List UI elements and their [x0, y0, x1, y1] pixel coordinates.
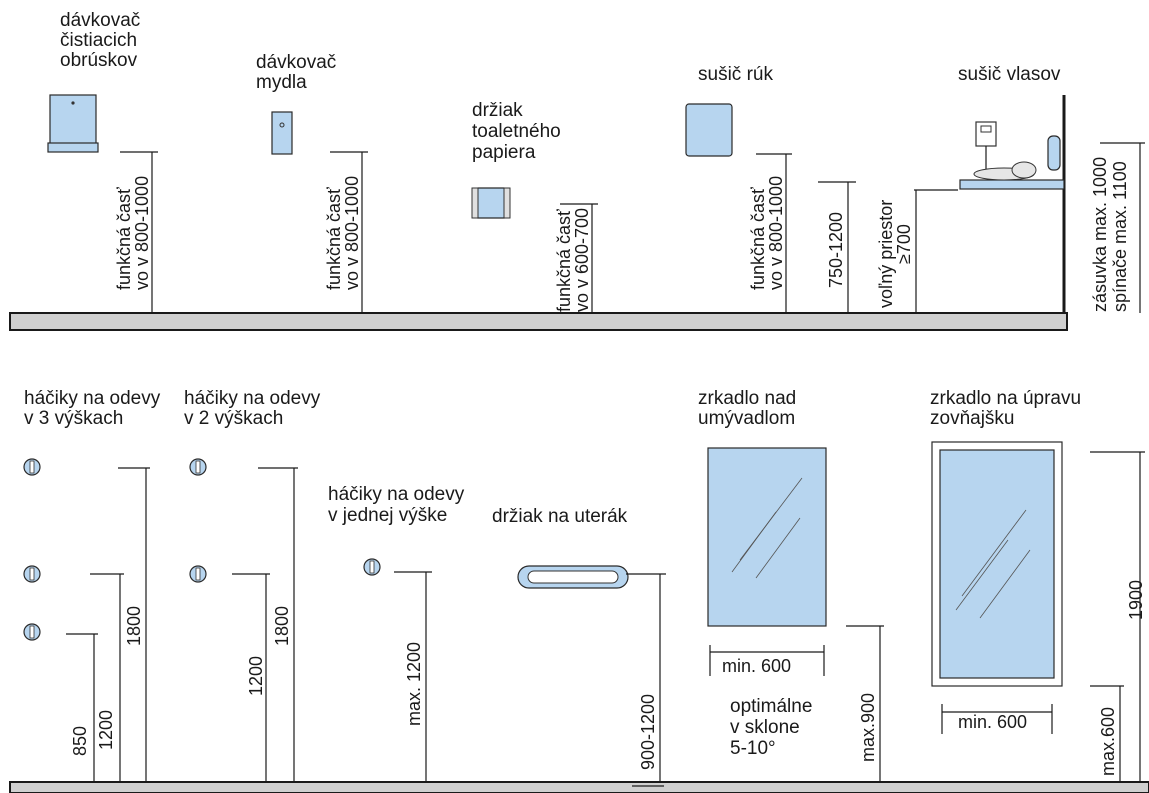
hooks-two-dim-1800: 1800 — [272, 606, 292, 646]
toilet-paper-dim-1: funkčná časť — [554, 209, 574, 312]
mirror-sink-label-2: umývadlom — [698, 408, 795, 429]
hair-dryer-dim-c-2: spínače max. 1100 — [1110, 161, 1130, 312]
mirror-sink-note-1: optimálne — [730, 696, 812, 717]
top-floor — [9, 312, 1068, 331]
soap-dispenser-icon — [271, 111, 293, 155]
mirror-grooming-height-bottom: max.600 — [1098, 707, 1118, 776]
hooks-three-dim-1800: 1800 — [124, 606, 144, 646]
hooks-three-label-2: v 3 výškach — [24, 408, 123, 429]
soap-dispenser-label-1: dávkovač — [256, 52, 336, 73]
hand-dryer-dim-2: vo v 800-1000 — [766, 176, 786, 290]
wipes-dim-2: vo v 800-1000 — [132, 176, 152, 290]
mirror-grooming-label-2: zovňajšku — [930, 408, 1015, 429]
hooks-one-dim: max. 1200 — [404, 642, 424, 726]
hook-icon — [363, 558, 381, 576]
soap-dim-2: vo v 800-1000 — [342, 176, 362, 290]
wipes-dispenser-label-1: dávkovač — [60, 10, 140, 31]
hand-dryer-label: sušič rúk — [698, 64, 773, 85]
wipes-dispenser-icon — [47, 94, 99, 153]
mirror-grooming-height-top: 1900 — [1126, 580, 1146, 620]
mirror-sink-note-3: 5-10° — [730, 738, 776, 759]
toilet-paper-holder-icon — [471, 187, 511, 219]
hair-dryer-icon — [959, 121, 1065, 190]
hooks-one-label-1: háčiky na odevy — [328, 484, 465, 505]
toilet-paper-dim-2: vo v 600-700 — [572, 208, 592, 312]
mirror-grooming-icon — [931, 441, 1063, 687]
towel-holder-label: držiak na uterák — [492, 506, 628, 527]
hook-icon — [23, 565, 41, 583]
mirror-sink-height: max.900 — [858, 693, 878, 762]
mirror-grooming-width: min. 600 — [958, 712, 1027, 732]
hand-dryer-dim-1: funkčná časť — [748, 187, 768, 290]
hook-icon — [23, 623, 41, 641]
hook-icon — [23, 458, 41, 476]
hooks-three-label-1: háčiky na odevy — [24, 388, 161, 409]
hooks-two-label-1: háčiky na odevy — [184, 388, 321, 409]
wipes-dispenser-label-2: čistiacich — [60, 30, 137, 51]
soap-dim-1: funkčná časť — [324, 187, 344, 290]
hook-icon — [189, 458, 207, 476]
soap-dispenser-label-2: mydla — [256, 72, 307, 93]
hair-dryer-dim-b-1: voľný priestor — [876, 200, 896, 308]
towel-holder-icon — [517, 565, 629, 589]
hair-dryer-dim-b-2: ≥700 — [894, 224, 914, 264]
toilet-paper-label-1: držiak — [472, 100, 523, 121]
hooks-two-dim-1200: 1200 — [246, 656, 266, 696]
wipes-dim-1: funkčná časť — [114, 187, 134, 290]
toilet-paper-label-3: papiera — [472, 142, 536, 163]
hair-dryer-label: sušič vlasov — [958, 64, 1061, 85]
hand-dryer-icon — [685, 103, 733, 157]
mirror-sink-note-2: v sklone — [730, 717, 800, 738]
hair-dryer-dim-c-1: zásuvka max. 1000 — [1090, 157, 1110, 312]
hook-icon — [189, 565, 207, 583]
hair-dryer-dim-a: 750-1200 — [826, 212, 846, 288]
hooks-three-dim-850: 850 — [70, 726, 90, 756]
bottom-floor — [9, 781, 1149, 793]
toilet-paper-label-2: toaletného — [472, 121, 561, 142]
hooks-three-dim-1200: 1200 — [96, 710, 116, 750]
mirror-sink-icon — [707, 447, 827, 627]
towel-holder-dim: 900-1200 — [638, 694, 658, 770]
mirror-sink-width: min. 600 — [722, 656, 791, 676]
wipes-dispenser-label-3: obrúskov — [60, 50, 138, 71]
hooks-one-label-2: v jednej výške — [328, 505, 447, 526]
hooks-two-label-2: v 2 výškach — [184, 408, 283, 429]
mirror-grooming-label-1: zrkadlo na úpravu — [930, 388, 1081, 409]
mirror-sink-label-1: zrkadlo nad — [698, 388, 796, 409]
